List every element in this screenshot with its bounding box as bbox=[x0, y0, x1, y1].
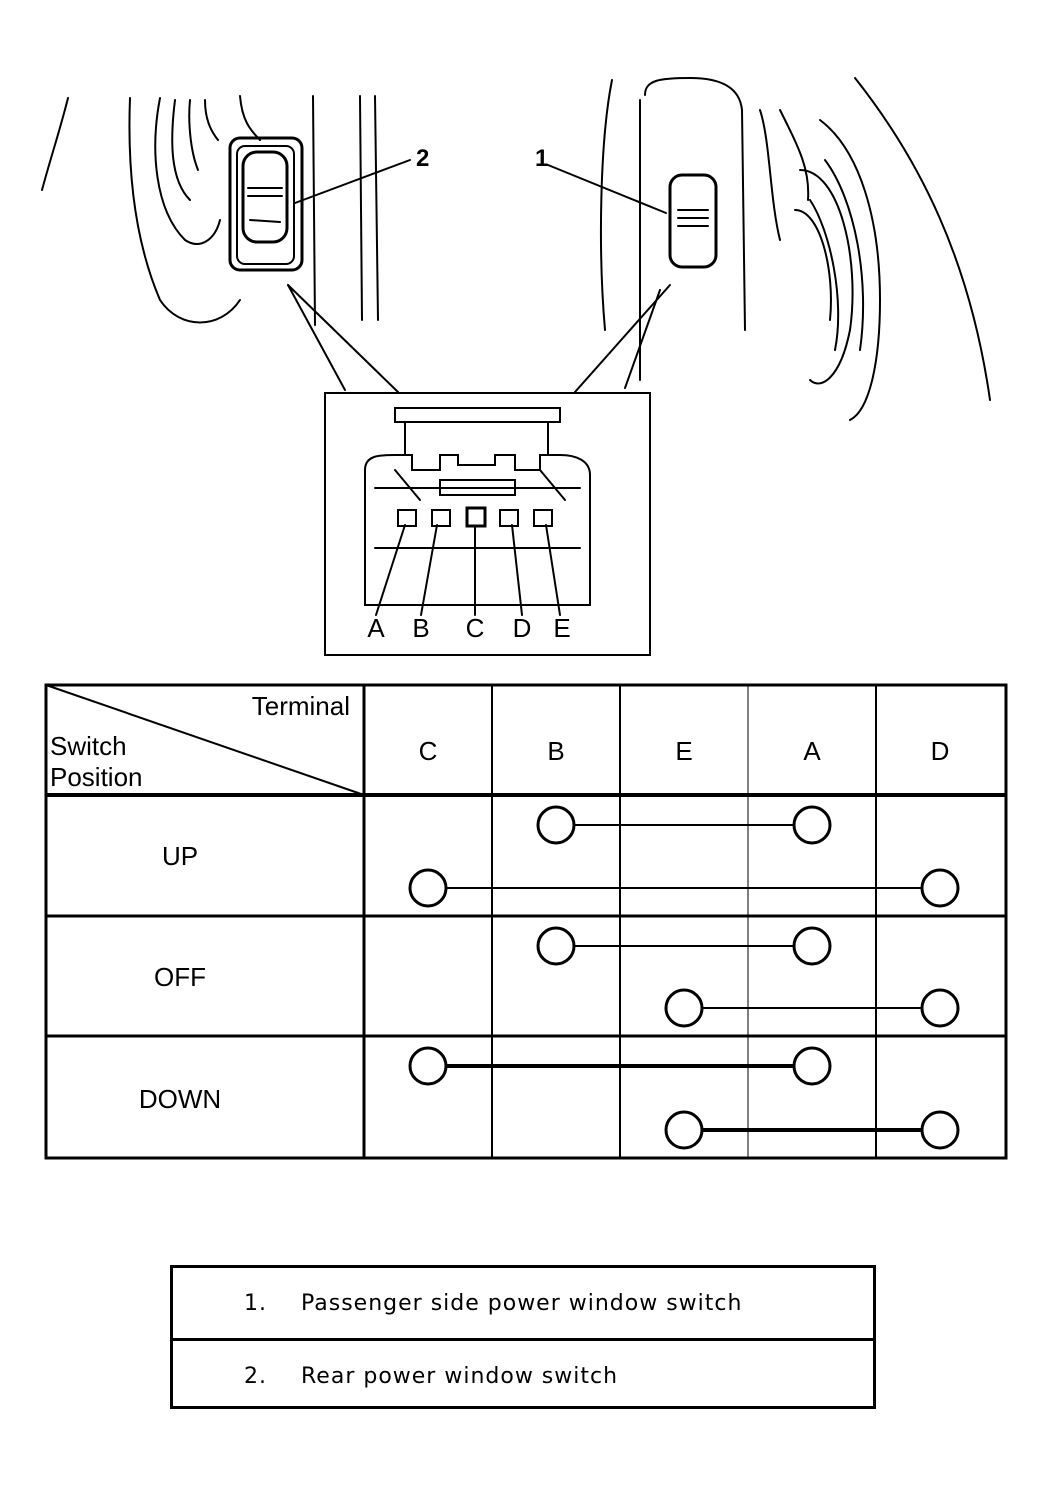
legend-text: Passenger side power window switch bbox=[301, 1290, 743, 1316]
continuity-table: Terminal Switch Position C B E A D UP OF… bbox=[44, 683, 1008, 1160]
pin-label-b: B bbox=[412, 613, 429, 643]
connector-detail bbox=[324, 392, 651, 656]
terminal-header: A bbox=[803, 736, 821, 766]
switch-positions: UP OFF DOWN bbox=[139, 841, 221, 1114]
header-switch: Switch bbox=[50, 731, 127, 761]
callout-line-1 bbox=[547, 164, 667, 214]
terminal-contact-circle bbox=[792, 926, 832, 966]
pin-label-a: A bbox=[367, 613, 385, 643]
header-terminal: Terminal bbox=[252, 691, 350, 721]
terminal-contact-circle bbox=[920, 1110, 960, 1150]
connector-pin-labels: A B C D E bbox=[367, 613, 570, 643]
legend-text: Rear power window switch bbox=[301, 1363, 619, 1389]
terminal-contact-circle bbox=[664, 988, 704, 1028]
callout-label-1: 1 bbox=[535, 145, 548, 172]
terminal-headers: C B E A D bbox=[419, 736, 950, 766]
terminal-header: C bbox=[419, 736, 438, 766]
passenger-power-window-switch-icon bbox=[668, 173, 718, 269]
terminal-contact-circle bbox=[536, 805, 576, 845]
left-door-panel-lines bbox=[41, 95, 379, 391]
switch-location-illustration: 2 1 A B C D E bbox=[41, 76, 991, 656]
terminal-contact-circle bbox=[792, 1046, 832, 1086]
terminal-header: E bbox=[675, 736, 692, 766]
terminal-contact-circle bbox=[408, 868, 448, 908]
terminal-contact-circle bbox=[920, 868, 960, 908]
terminal-contact-circle bbox=[920, 988, 960, 1028]
terminal-contact-circle bbox=[408, 1046, 448, 1086]
pin-label-d: D bbox=[513, 613, 532, 643]
header-position: Position bbox=[50, 762, 143, 792]
continuity-connections bbox=[408, 805, 960, 1150]
legend-number: 2. bbox=[244, 1363, 267, 1389]
row-label-up: UP bbox=[162, 841, 198, 871]
terminal-header: D bbox=[931, 736, 950, 766]
callout-line-2 bbox=[294, 159, 411, 204]
row-label-off: OFF bbox=[154, 962, 206, 992]
legend-number: 1. bbox=[244, 1290, 267, 1316]
legend-row: 2. Rear power window switch bbox=[173, 1338, 873, 1411]
header-diagonal bbox=[45, 684, 365, 796]
terminal-contact-circle bbox=[536, 926, 576, 966]
legend-table: 1. Passenger side power window switch 2.… bbox=[170, 1265, 876, 1409]
terminal-header: B bbox=[547, 736, 564, 766]
zoom-lines bbox=[287, 284, 671, 393]
legend-row: 1. Passenger side power window switch bbox=[173, 1268, 873, 1338]
right-door-panel-lines bbox=[599, 76, 991, 421]
terminal-contact-circle bbox=[664, 1110, 704, 1150]
row-label-down: DOWN bbox=[139, 1084, 221, 1114]
rear-power-window-switch-icon bbox=[228, 136, 304, 272]
pin-label-e: E bbox=[553, 613, 570, 643]
pin-label-c: C bbox=[466, 613, 485, 643]
callout-label-2: 2 bbox=[416, 145, 429, 172]
terminal-contact-circle bbox=[792, 805, 832, 845]
